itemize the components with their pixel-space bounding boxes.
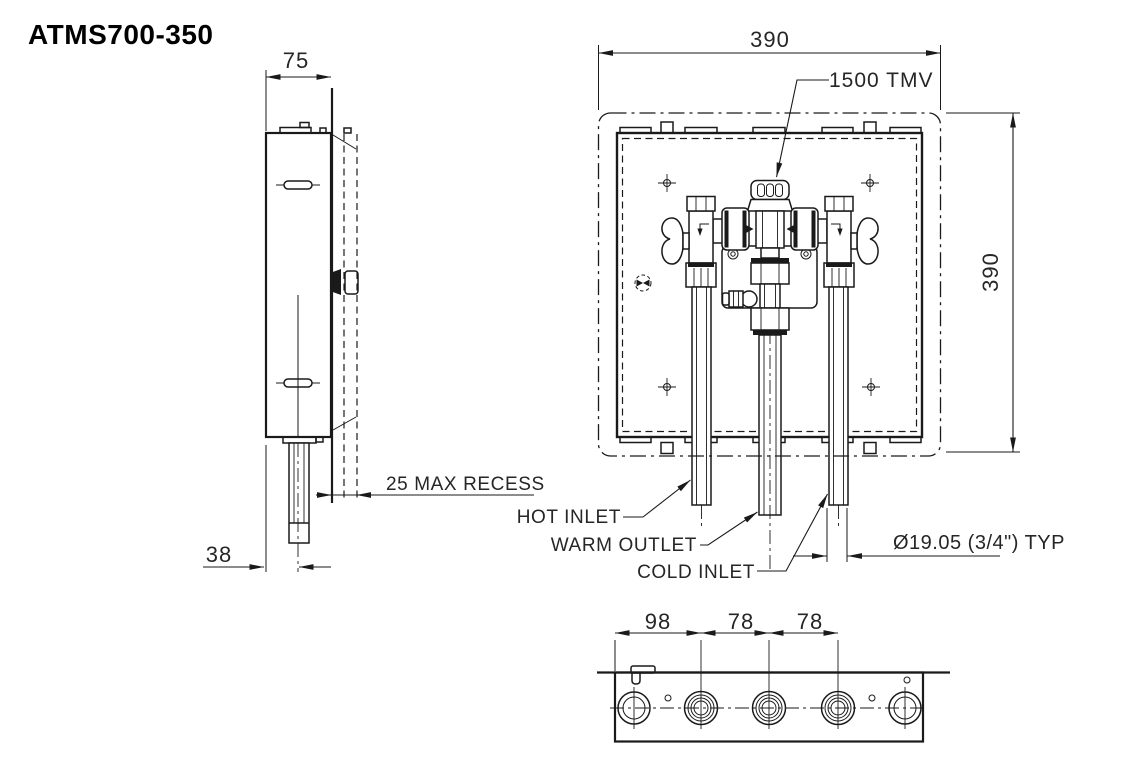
- enclosure-tab: [821, 126, 854, 134]
- outlet-nut: [750, 262, 790, 285]
- test-port-hex: [728, 290, 744, 308]
- cold-isolation-valve: [826, 210, 852, 264]
- mounting-slot: [283, 180, 313, 190]
- tmv-body: [755, 210, 785, 249]
- handle-hub: [682, 232, 690, 250]
- nut-shade-band: [724, 210, 729, 248]
- nut-shade-band: [688, 263, 714, 267]
- side-flange-clip: [343, 127, 352, 134]
- valve-handle: [856, 217, 879, 265]
- nut-shade-band: [751, 258, 789, 263]
- pilot-hole: [903, 676, 911, 684]
- tmv-leader-line: [775, 79, 829, 178]
- flow-arrow-tip: [697, 228, 703, 236]
- bottom-view-dimensions: [614, 630, 839, 729]
- valve-hex-cap: [686, 195, 716, 212]
- enclosure-clip: [660, 121, 674, 134]
- front-view: [597, 112, 942, 570]
- cold-inlet-leader: [757, 493, 828, 572]
- enclosure-tab: [889, 436, 922, 444]
- test-port-cap: [721, 292, 730, 306]
- nut-shade-band: [826, 263, 852, 267]
- flow-symbol-icon: [634, 274, 652, 292]
- valve-hex-cap: [824, 195, 854, 212]
- tmv-cap: [746, 198, 794, 212]
- pipe-diameter-note: Ø19.05 (3/4") TYP: [893, 532, 1065, 554]
- dim-text-78-1: 78: [728, 609, 754, 634]
- front-view-dimensions: [598, 45, 1020, 572]
- side-view-dimensions: [203, 70, 534, 572]
- screw-dot: [868, 694, 876, 702]
- dim-text-98: 98: [645, 609, 671, 634]
- mounting-hole: [658, 378, 676, 396]
- dim-text-38: 38: [206, 542, 232, 567]
- bottom-flange-clip: [315, 436, 324, 443]
- cold-inlet-label: COLD INLET: [637, 562, 755, 583]
- nut-shade-band: [793, 210, 798, 248]
- plate-screw-center: [803, 251, 809, 257]
- plate-screw-center: [730, 251, 736, 257]
- enclosure-tab: [752, 126, 786, 134]
- cold-inlet-pipe: [828, 286, 849, 506]
- mounting-hole: [658, 174, 676, 192]
- hot-isolation-valve: [688, 210, 714, 264]
- handle-hub: [850, 232, 858, 250]
- drawing-title: ATMS700-350: [28, 19, 214, 50]
- tmv-label: 1500 TMV: [829, 69, 934, 92]
- enclosure-tab: [889, 126, 922, 134]
- enclosure-tab: [619, 436, 652, 444]
- dim-text-78-2: 78: [797, 609, 823, 634]
- enclosure-clip: [863, 121, 877, 134]
- outlet-body: [759, 283, 781, 309]
- valve-handle: [661, 217, 684, 265]
- knob-groove: [757, 183, 765, 197]
- hot-inlet-label: HOT INLET: [517, 507, 621, 528]
- pipe-hole-plain: [888, 687, 922, 729]
- knob-groove: [775, 183, 783, 197]
- enclosure-clip: [660, 441, 674, 455]
- enclosure-hidden-edge: [621, 137, 918, 433]
- side-top-knob: [299, 121, 310, 129]
- enclosure-tab: [684, 126, 718, 134]
- warm-outlet-leader: [700, 511, 758, 546]
- screw-dot: [664, 694, 672, 702]
- nut-shade-band: [811, 210, 816, 248]
- outlet-lower-nut: [750, 307, 790, 331]
- wall-opening-boundary: [597, 112, 942, 457]
- hot-inlet-pipe: [691, 286, 712, 506]
- earth-clip: [630, 665, 656, 674]
- bottom-view: [597, 665, 950, 743]
- mounting-hole: [861, 174, 879, 192]
- side-pipe: [288, 442, 310, 544]
- side-top-tab: [279, 126, 312, 134]
- mounting-hole: [862, 378, 880, 396]
- side-top-clip: [319, 127, 327, 134]
- flow-arrow-tip: [837, 228, 843, 236]
- recess-note: 25 MAX RECESS: [386, 474, 545, 495]
- enclosure-clip: [863, 441, 877, 455]
- wall-hatch: [332, 416, 357, 431]
- outlet-tube: [760, 247, 780, 259]
- wall-bracket: [330, 269, 341, 295]
- dim-text-height-390: 390: [978, 252, 1003, 292]
- wall-bracket-outline: [344, 270, 359, 295]
- pipe-hole-plain: [617, 687, 651, 729]
- earth-clip-hook: [631, 673, 641, 685]
- tmv-valve-assembly: [661, 179, 879, 570]
- inlet-pointer: [786, 225, 794, 233]
- inlet-pointer: [746, 225, 754, 233]
- side-view: [264, 88, 359, 572]
- warm-outlet-label: WARM OUTLET: [551, 535, 697, 556]
- dim-text-75: 75: [283, 48, 309, 73]
- knob-groove: [766, 183, 774, 197]
- dim-text-width-390: 390: [750, 27, 790, 52]
- nut-shade-band: [742, 210, 747, 248]
- wall-hatch: [332, 134, 357, 150]
- hot-inlet-leader: [623, 479, 691, 518]
- enclosure-tab: [619, 126, 652, 134]
